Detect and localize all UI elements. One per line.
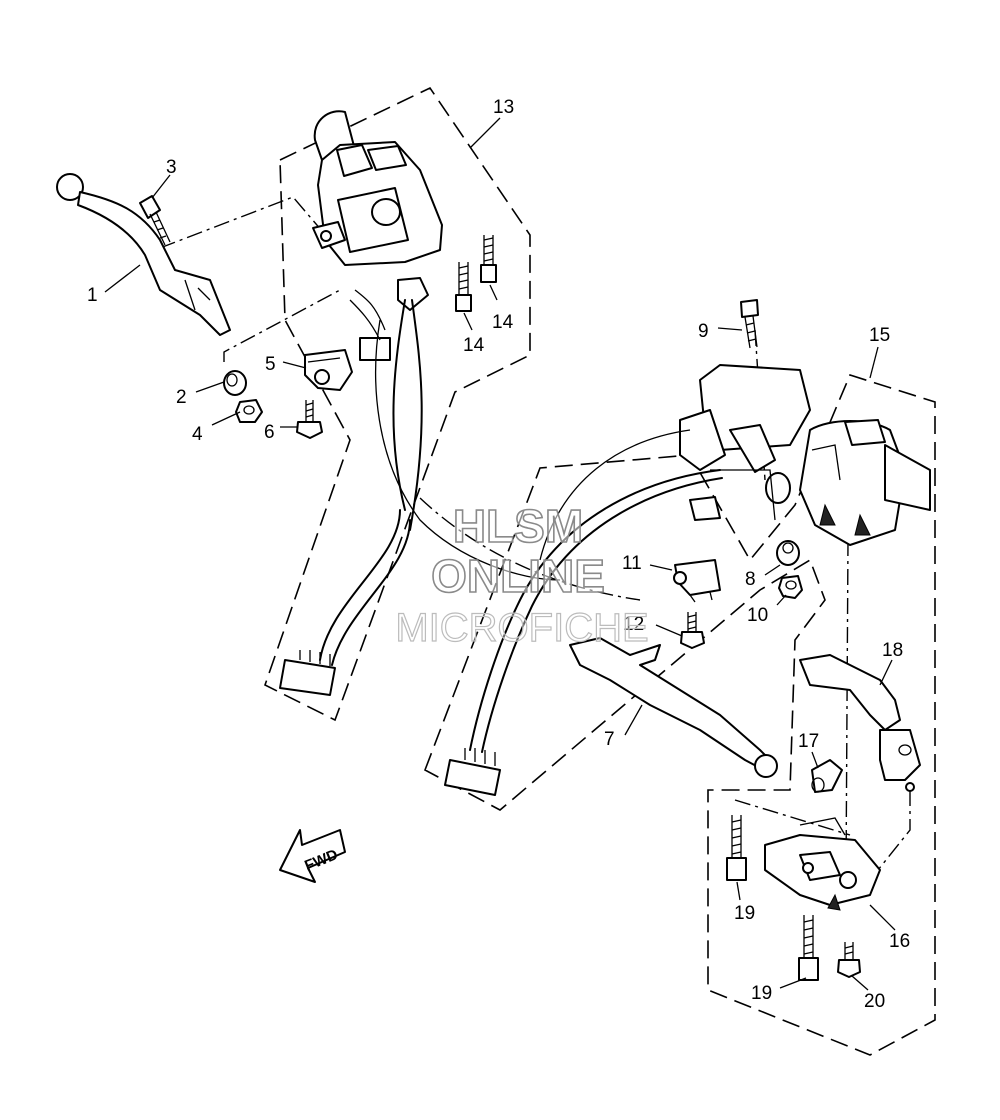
callout-6: 6	[264, 422, 275, 443]
callout-numbers: 1 2 3 4 5 6 7 8 9 10 11 12 13 14 14 15 1…	[87, 97, 910, 1012]
callout-14-upper: 14	[492, 312, 514, 333]
callout-10: 10	[747, 605, 768, 626]
right-wire-harness	[469, 429, 723, 753]
collar-part-2	[223, 370, 247, 396]
callout-leaders	[104, 117, 896, 991]
callout-18: 18	[882, 640, 903, 661]
callout-5: 5	[265, 354, 276, 375]
callout-15: 15	[869, 325, 890, 346]
screw-part-6	[296, 400, 323, 439]
callout-20: 20	[864, 991, 885, 1012]
bolt-part-3	[139, 195, 171, 246]
right-connector	[444, 748, 501, 796]
callout-3: 3	[166, 157, 177, 178]
callout-13: 13	[493, 97, 514, 118]
left-wire-harness	[319, 299, 561, 666]
callout-2: 2	[176, 387, 187, 408]
brake-lever	[569, 637, 778, 778]
holder-part-16	[764, 817, 881, 911]
callout-14-lower: 14	[463, 335, 485, 356]
callout-17: 17	[798, 731, 819, 752]
watermark-line-1: HLSM	[453, 500, 583, 552]
watermark-line-3: MICROFICHE	[395, 606, 648, 650]
bolt-part-14-upper	[480, 235, 497, 283]
dust-cover-part-17	[811, 759, 843, 793]
callout-1: 1	[87, 285, 98, 306]
bolt-part-9	[740, 299, 759, 349]
bolt-part-19-upper	[726, 815, 747, 881]
bolt-part-19-lower	[798, 915, 819, 981]
nut-part-10	[778, 575, 803, 599]
callout-11: 11	[622, 553, 642, 574]
group-15-boundary	[424, 374, 936, 1056]
callout-12: 12	[623, 614, 644, 635]
callout-8: 8	[745, 569, 756, 590]
watermark-line-2: ONLINE	[431, 550, 605, 602]
clutch-lever	[56, 173, 231, 336]
left-handlebar-switch	[312, 110, 443, 361]
nut-part-4	[235, 399, 263, 423]
watermark: HLSM ONLINE MICROFICHE	[395, 499, 650, 650]
callout-19-upper: 19	[734, 903, 755, 924]
callout-9: 9	[698, 321, 709, 342]
lever-part-18	[799, 654, 921, 792]
collar-part-8	[776, 540, 800, 566]
brake-switch-part-11	[673, 559, 721, 603]
callout-4: 4	[192, 424, 203, 445]
brake-master-cylinder	[679, 364, 811, 521]
callout-7: 7	[604, 729, 615, 750]
screw-part-20	[837, 942, 861, 978]
callout-16: 16	[889, 931, 910, 952]
left-connector	[279, 650, 336, 696]
clutch-switch-part-5	[304, 349, 353, 391]
callout-19-lower: 19	[751, 983, 772, 1004]
bolt-part-14-lower	[455, 262, 472, 312]
fwd-direction-arrow: FWD	[279, 829, 346, 883]
screw-part-12	[680, 612, 705, 649]
right-handlebar-switch	[799, 419, 931, 546]
